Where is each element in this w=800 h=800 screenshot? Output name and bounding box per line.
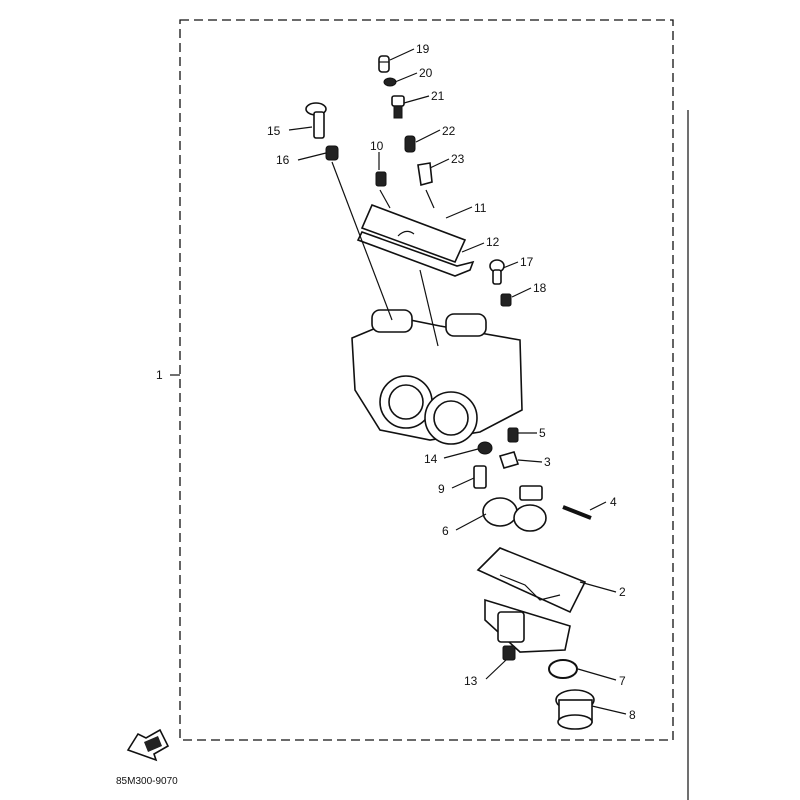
part-14-needle-jet [477,441,493,455]
assembly-frame [179,19,674,741]
callout-12: 12 [486,235,500,249]
callout-1: 1 [156,368,163,382]
callout-7: 7 [619,674,626,688]
callout-18: 18 [533,281,547,295]
part-16-spring [325,145,339,161]
part-13-screw [502,645,516,661]
part-11-cover [360,203,467,264]
diagram-code: 85M300-9070 [116,776,178,787]
part-7-o-ring [548,659,578,679]
callout-16: 16 [276,153,290,167]
callout-9: 9 [438,482,445,496]
part-18-spring [500,293,512,307]
part-22-spring [404,135,416,153]
part-12-gasket [356,231,475,277]
callout-8: 8 [629,708,636,722]
callout-11: 11 [474,201,487,215]
callout-14: 14 [424,452,438,466]
leader-lines [170,48,627,715]
callout-3: 3 [544,455,551,469]
callout-15: 15 [267,124,281,138]
part-17-screw [489,259,505,285]
assembly-guide-lines [331,161,439,347]
part-4-pin [562,505,592,520]
part-20-spring [383,77,397,87]
part-15-bolt [305,102,327,139]
part-8-drain-plug [555,689,595,730]
callout-4: 4 [610,495,617,509]
part-21-plug [391,95,405,119]
part-19-screw [378,55,390,73]
callout-5: 5 [539,426,546,440]
callout-21: 21 [431,89,445,103]
callout-10: 10 [370,139,384,153]
part-3-gasket [498,451,520,469]
callout-22: 22 [442,124,456,138]
part-6-float [482,485,547,532]
callout-13: 13 [464,674,478,688]
part-10-screw [375,171,387,187]
callout-2: 2 [619,585,626,599]
callout-17: 17 [520,255,534,269]
part-2-float-chamber [476,547,587,653]
fwd-arrow-icon [126,728,170,762]
part-23-jet [417,162,433,187]
carburetor-body [351,309,523,445]
part-5-screw [507,427,519,443]
callout-23: 23 [451,152,465,166]
callout-20: 20 [419,66,433,80]
callout-19: 19 [416,42,430,56]
callout-6: 6 [442,524,449,538]
part-9-jet [473,465,487,489]
